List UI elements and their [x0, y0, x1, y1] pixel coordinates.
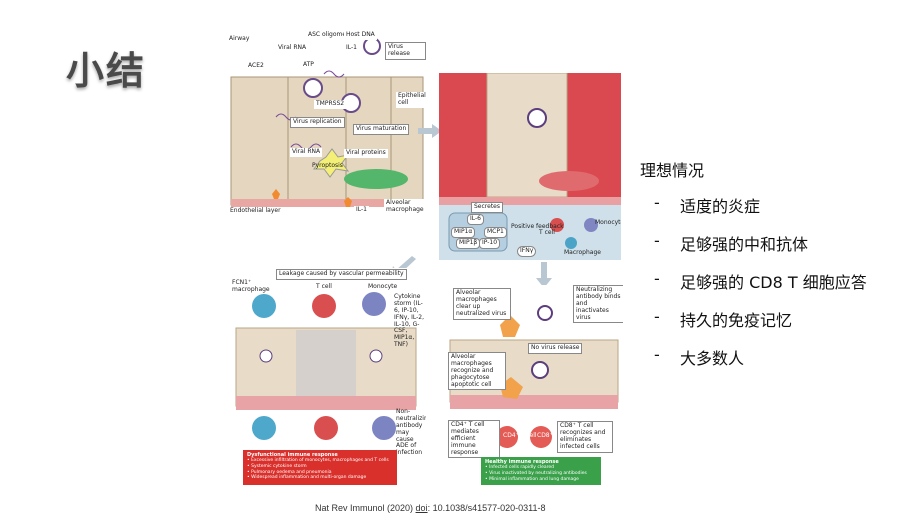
positive-feedback-label: Positive feedback — [511, 223, 564, 230]
alveolar-label: Alveolar macrophage — [384, 199, 426, 215]
viral-rna-2-label: Viral RNA — [290, 148, 323, 157]
fcn1-label: FCN1⁺ macrophage — [232, 279, 270, 293]
macrophage-label: Macrophage — [564, 249, 601, 256]
bullet-text: 足够强的 CD8 T 细胞应答 — [680, 273, 867, 292]
no-virus-release-label: No virus release — [528, 343, 583, 354]
tcell-label-c: T cell — [316, 283, 332, 290]
reference-suffix: : 10.1038/s41577-020-0311-8 — [427, 503, 546, 513]
arrow-right-icon — [418, 124, 442, 138]
bullet-item: -大多数人 — [654, 345, 745, 368]
slide-title: 小结 — [66, 49, 147, 93]
viral-rna-label: Viral RNA — [276, 44, 309, 53]
cd8-label: CD8⁺ T cell — [537, 432, 571, 439]
dysfunctional-diagram — [235, 292, 417, 440]
figure-panel-healthy: Alveolar macrophages clear up neutralize… — [445, 285, 623, 490]
dysfunctional-item: • Widespread inflammation and multi-orga… — [247, 475, 367, 481]
healthy-item: • Virus inactivated by neutralizing anti… — [485, 470, 587, 476]
il6-chip: IL-6 — [467, 214, 484, 225]
figure-panel-infection: Airway ACE2 Viral RNA ASC oligomer Host … — [226, 29, 426, 229]
section-heading: 理想情况 — [640, 161, 705, 180]
bullet-text: 适度的炎症 — [680, 197, 761, 216]
bullet-text: 足够强的中和抗体 — [680, 235, 809, 254]
epithelial-label: Epithelial cell — [396, 92, 426, 108]
mip1b-chip: MIP1β — [456, 238, 481, 249]
dysfunctional-title: Dysfunctional immune response — [247, 452, 338, 458]
airway-label: Airway — [227, 35, 252, 44]
ip10-chip: IP-10 — [479, 238, 501, 249]
arrow-down-icon — [536, 262, 552, 288]
dysfunctional-item: • Pulmonary oedema and pneumonia — [247, 469, 332, 475]
cd8-note-label: CD8⁺ T cell recognizes and eliminates in… — [557, 421, 613, 453]
asc-label: ASC oligomer — [306, 31, 351, 40]
secretes-label: Secretes — [471, 202, 503, 213]
virus-replication-label: Virus replication — [290, 117, 345, 128]
infection-diagram — [230, 37, 424, 207]
pyroptosis-label: Pyroptosis — [312, 162, 343, 169]
bullet-text: 大多数人 — [680, 349, 745, 368]
healthy-response-box: Healthy immune response • Infected cells… — [481, 457, 601, 485]
cd4-label: CD4⁺ T cell — [503, 432, 537, 439]
healthy-item: • Infected cells rapidly cleared — [485, 465, 554, 471]
viral-proteins-label: Viral proteins — [344, 149, 388, 158]
host-dna-label: Host DNA — [344, 31, 377, 40]
figure-panel-inflamed: Secretes IL-6 MCP1 MIP1α MIP1β IP-10 Pos… — [439, 73, 621, 260]
mip1a-chip: MIP1α — [451, 227, 476, 238]
mcp1-chip: MCP1 — [484, 227, 507, 238]
neutralizing-label: Neutralizing antibody binds and inactiva… — [573, 285, 623, 324]
reference-citation: Nat Rev Immunol (2020) doi: 10.1038/s415… — [315, 503, 546, 513]
virus-release-label: Virus release — [385, 42, 426, 60]
tcell-label: T cell — [539, 229, 555, 236]
reference-prefix: Nat Rev Immunol (2020) — [315, 503, 416, 513]
endothelial-label: Endothelial layer — [228, 207, 283, 216]
bullet-list: -适度的炎症 -足够强的中和抗体 -足够强的 CD8 T 细胞应答 -持久的免疫… — [654, 193, 867, 383]
il1b-label: IL-1 — [354, 206, 369, 215]
alveolar-clear-label: Alveolar macrophages clear up neutralize… — [453, 288, 511, 320]
alveolar-recognize-label: Alveolar macrophages recognize and phago… — [448, 352, 506, 391]
bullet-item: -足够强的 CD8 T 细胞应答 — [654, 269, 867, 292]
virus-maturation-label: Virus maturation — [353, 124, 410, 135]
healthy-title: Healthy immune response — [485, 459, 559, 465]
bullet-item: -适度的炎症 — [654, 193, 761, 216]
monocyte-label: Monocyte — [595, 219, 621, 226]
monocyte-label-c: Monocyte — [368, 283, 398, 290]
doi-link[interactable]: doi — [415, 503, 428, 513]
il1-label: IL-1 — [344, 44, 359, 53]
ifn-chip: IFNγ — [517, 246, 537, 257]
inflamed-diagram — [439, 73, 621, 260]
tmprss2-label: TMPRSS2 — [314, 100, 347, 109]
bullet-item: -持久的免疫记忆 — [654, 307, 793, 330]
dysfunctional-item: • Systemic cytokine storm — [247, 463, 307, 469]
atp-label: ATP — [301, 61, 316, 70]
non-neutralizing-label: Non-neutralizing antibody may cause ADE … — [396, 408, 426, 457]
leakage-label: Leakage caused by vascular permeability — [276, 269, 407, 280]
dysfunctional-response-box: Dysfunctional immune response • Excessiv… — [243, 450, 397, 485]
cd4-note-label: CD4⁺ T cell mediates efficient immune re… — [448, 420, 500, 459]
bullet-text: 持久的免疫记忆 — [680, 311, 793, 330]
dysfunctional-item: • Excessive infiltration of monocytes, m… — [247, 458, 389, 464]
healthy-item: • Minimal inflammation and lung damage — [485, 476, 579, 482]
bullet-item: -足够强的中和抗体 — [654, 231, 809, 254]
ace2-label: ACE2 — [246, 62, 266, 71]
cytokine-storm-label: Cytokine storm (IL-6, IP-10, IFNγ, IL-2,… — [394, 293, 424, 349]
